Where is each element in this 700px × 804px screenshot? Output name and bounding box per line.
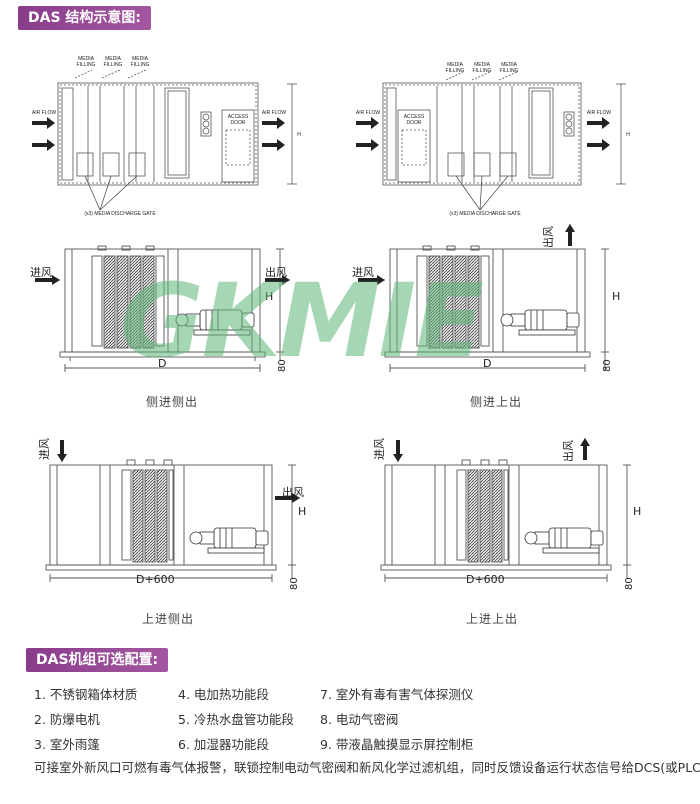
airflow-label: AIR FLOW [262, 110, 286, 116]
media-label: MEDIA [132, 56, 149, 62]
option-item: 3. 室外雨篷 [34, 737, 100, 752]
media-label: MEDIA [501, 62, 518, 68]
inlet-label: 进风 [30, 266, 52, 279]
d-label: D+600 [136, 573, 175, 586]
access-label: ACCESS [228, 114, 249, 120]
option-item: 8. 电动气密阀 [320, 712, 399, 727]
option-item: 1. 不锈钢箱体材质 [34, 687, 138, 702]
inlet-label: 进风 [373, 438, 386, 460]
caption-unit-3: 上进侧出 [142, 612, 195, 626]
schematic-left [57, 69, 297, 211]
height-label: H [633, 505, 641, 518]
caption-unit-1: 侧进侧出 [146, 395, 199, 409]
media-label: MEDIA [105, 56, 122, 62]
base-label: 80 [602, 359, 613, 372]
base-label: 80 [277, 359, 288, 372]
airflow-label: AIR FLOW [356, 110, 380, 116]
option-item: 9. 带液晶触摸显示屏控制柜 [320, 737, 474, 752]
caption-unit-4: 上进上出 [466, 612, 519, 626]
outlet-label: 出风 [561, 440, 575, 462]
option-item: 5. 冷热水盘管功能段 [178, 712, 294, 727]
options-note: 可接室外新风口可燃有毒气体报警，联锁控制电动气密阀和新风化学过滤机组，同时反馈设… [34, 760, 700, 775]
height-label: H [298, 505, 306, 518]
media-label: MEDIA [474, 62, 491, 68]
height-label: H [626, 132, 630, 138]
unit-top-in-side-out [45, 440, 300, 582]
outlet-label: 出风 [265, 265, 287, 279]
gauges-left [200, 111, 212, 137]
access-label: ACCESS [404, 114, 425, 120]
watermark-logo: GKMIE [120, 262, 484, 381]
option-item: 2. 防爆电机 [34, 712, 100, 727]
filling-label: FILLING [131, 62, 150, 68]
airflow-label: AIR FLOW [32, 110, 56, 116]
caption-unit-2: 侧进上出 [470, 395, 523, 409]
door-label: DOOR [231, 120, 246, 126]
option-item: 4. 电加热功能段 [178, 687, 269, 702]
media-label: MEDIA [78, 56, 95, 62]
filling-label: FILLING [104, 62, 123, 68]
filling-label: FILLING [473, 68, 492, 74]
option-item: 7. 室外有毒有害气体探测仪 [320, 687, 474, 702]
outlet-label: 出风 [541, 226, 555, 248]
height-label: H [612, 290, 620, 303]
door-label: DOOR [407, 120, 422, 126]
schematic-right [382, 71, 626, 211]
inlet-label: 进风 [38, 438, 51, 460]
unit-side-in-side-out [35, 245, 290, 372]
filling-label: FILLING [500, 68, 519, 74]
filling-label: FILLING [446, 68, 465, 74]
discharge-gate-label: (x3) MEDIA DISCHARGE GATE [449, 211, 521, 217]
airflow-label: AIR FLOW [587, 110, 611, 116]
d-label: D [158, 357, 166, 370]
section-title-options: DAS机组可选配置: [26, 648, 169, 672]
discharge-gate-label: (x3) MEDIA DISCHARGE GATE [84, 211, 156, 217]
media-label: MEDIA [447, 62, 464, 68]
base-label: 80 [289, 577, 300, 590]
d-label: D [483, 357, 491, 370]
airflow-arrows [32, 117, 610, 151]
filling-label: FILLING [77, 62, 96, 68]
height-label: H [297, 132, 301, 138]
top-schematics: MEDIA FILLING MEDIA FILLING MEDIA FILLIN… [32, 56, 630, 217]
option-item: 6. 加湿器功能段 [178, 737, 269, 752]
d-label: D+600 [466, 573, 505, 586]
unit-top-in-top-out [380, 438, 631, 582]
outlet-label: 出风 [282, 485, 304, 499]
unit-drawings: 进风 出风 H D 80 进风 出风 H D 80 进风 出风 H D+600 … [30, 224, 641, 590]
height-label: H [265, 290, 273, 303]
base-label: 80 [624, 577, 635, 590]
gauges-right [563, 111, 575, 137]
section-title-structure: DAS 结构示意图: [18, 6, 152, 30]
inlet-label: 进风 [352, 266, 374, 279]
